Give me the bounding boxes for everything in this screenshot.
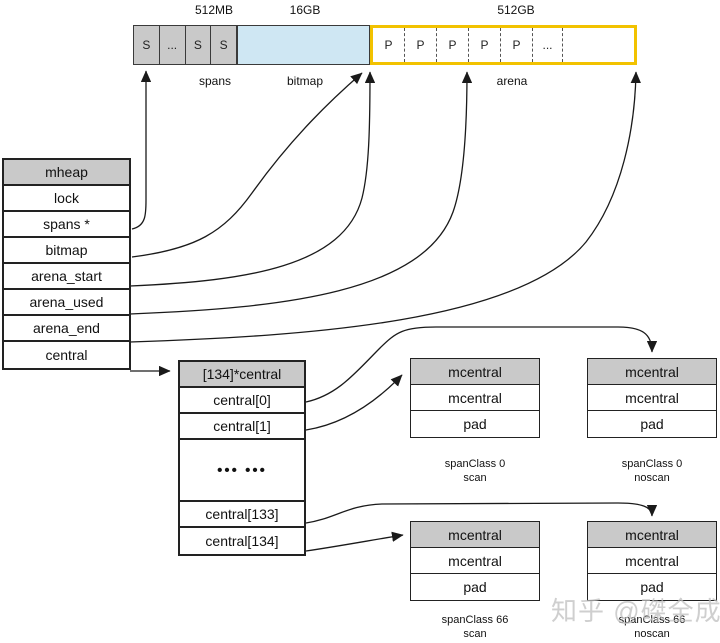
- arrow-arena-end: [129, 71, 641, 343]
- arrow-arena-start: [129, 71, 376, 287]
- arena-cell-empty: [563, 28, 634, 62]
- arrow-bitmap-to-bitmapbox: [131, 72, 363, 258]
- arena-cell: P: [437, 28, 469, 62]
- mheap-row-bitmap: bitmap: [4, 238, 129, 264]
- mheap-row-arena-start: arena_start: [4, 264, 129, 290]
- arena-cell-ellipsis: ...: [533, 28, 563, 62]
- arrow-central1: [305, 374, 403, 431]
- caption-line: noscan: [634, 628, 670, 640]
- mcentral-row: mcentral: [588, 385, 716, 411]
- mcentral-pad-row: pad: [588, 411, 716, 437]
- span-cell: ...: [160, 26, 186, 64]
- mheap-row-arena-used: arena_used: [4, 290, 129, 316]
- label-spans-size: 512MB: [194, 3, 234, 17]
- arrow-spans-to-spanbox: [131, 70, 152, 230]
- mcentral-row: mcentral: [411, 548, 539, 574]
- caption-line: spanClass 0: [621, 458, 683, 470]
- mheap-table: mheap lock spans * bitmap arena_start ar…: [2, 158, 131, 370]
- mcentral-title: mcentral: [588, 522, 716, 548]
- mcentral-table-scan0: mcentral mcentral pad: [410, 358, 540, 438]
- mcentral-title: mcentral: [588, 359, 716, 385]
- caption-line: noscan: [634, 472, 670, 484]
- central-row-1: central[1]: [180, 414, 304, 440]
- arena-cell: P: [373, 28, 405, 62]
- arena-cell: P: [405, 28, 437, 62]
- label-bitmap-size: 16GB: [289, 3, 321, 17]
- span-cell: S: [186, 26, 212, 64]
- caption-line: scan: [463, 628, 487, 640]
- arena-cell: P: [501, 28, 533, 62]
- central-array-table: [134]*central central[0] central[1] ••• …: [178, 360, 306, 556]
- mheap-title: mheap: [4, 160, 129, 186]
- mcentral-pad-row: pad: [411, 574, 539, 600]
- mheap-row-spans: spans *: [4, 212, 129, 238]
- mcentral-pad-row: pad: [588, 574, 716, 600]
- label-arena-size: 512GB: [497, 3, 535, 17]
- mcentral-table-noscan66: mcentral mcentral pad: [587, 521, 717, 601]
- span-cell: S: [219, 38, 228, 52]
- mcentral-table-noscan0: mcentral mcentral pad: [587, 358, 717, 438]
- zhihu-watermark: 知乎 @磔全成: [551, 596, 720, 626]
- arrow-central133: [305, 502, 658, 524]
- caption-bitmap: bitmap: [286, 74, 324, 88]
- arena-box: P P P P P ...: [370, 25, 637, 65]
- caption-spanclass0-scan: spanClass 0 scan: [410, 457, 540, 485]
- central-row-0: central[0]: [180, 388, 304, 414]
- caption-spans: spans: [198, 74, 232, 88]
- arrow-central134: [305, 531, 404, 552]
- arrow-central0: [305, 326, 658, 403]
- central-row-133: central[133]: [180, 502, 304, 528]
- caption-line: scan: [463, 472, 487, 484]
- central-array-title: [134]*central: [180, 362, 304, 388]
- arena-cell: P: [469, 28, 501, 62]
- caption-spanclass66-scan: spanClass 66 scan: [410, 613, 540, 641]
- central-row-134: central[134]: [180, 528, 304, 554]
- mheap-row-lock: lock: [4, 186, 129, 212]
- mheap-row-central: central: [4, 342, 129, 368]
- caption-line: spanClass 0: [444, 458, 506, 470]
- caption-line: spanClass 66: [441, 614, 509, 626]
- span-cell: S: [134, 26, 160, 64]
- central-row-ellipsis: ••• •••: [180, 440, 304, 502]
- mcentral-table-scan66: mcentral mcentral pad: [410, 521, 540, 601]
- mcentral-pad-row: pad: [411, 411, 539, 437]
- mheap-row-arena-end: arena_end: [4, 316, 129, 342]
- bitmap-box: [237, 25, 370, 65]
- mcentral-row: mcentral: [588, 548, 716, 574]
- caption-line: spanClass 66: [618, 614, 686, 626]
- caption-spanclass66-noscan: spanClass 66 noscan: [587, 613, 717, 641]
- mcentral-title: mcentral: [411, 359, 539, 385]
- mcentral-title: mcentral: [411, 522, 539, 548]
- spans-boxes: S ... S S: [133, 25, 237, 65]
- caption-arena: arena: [496, 74, 528, 88]
- mcentral-row: mcentral: [411, 385, 539, 411]
- caption-spanclass0-noscan: spanClass 0 noscan: [587, 457, 717, 485]
- arrow-arena-used: [129, 71, 473, 315]
